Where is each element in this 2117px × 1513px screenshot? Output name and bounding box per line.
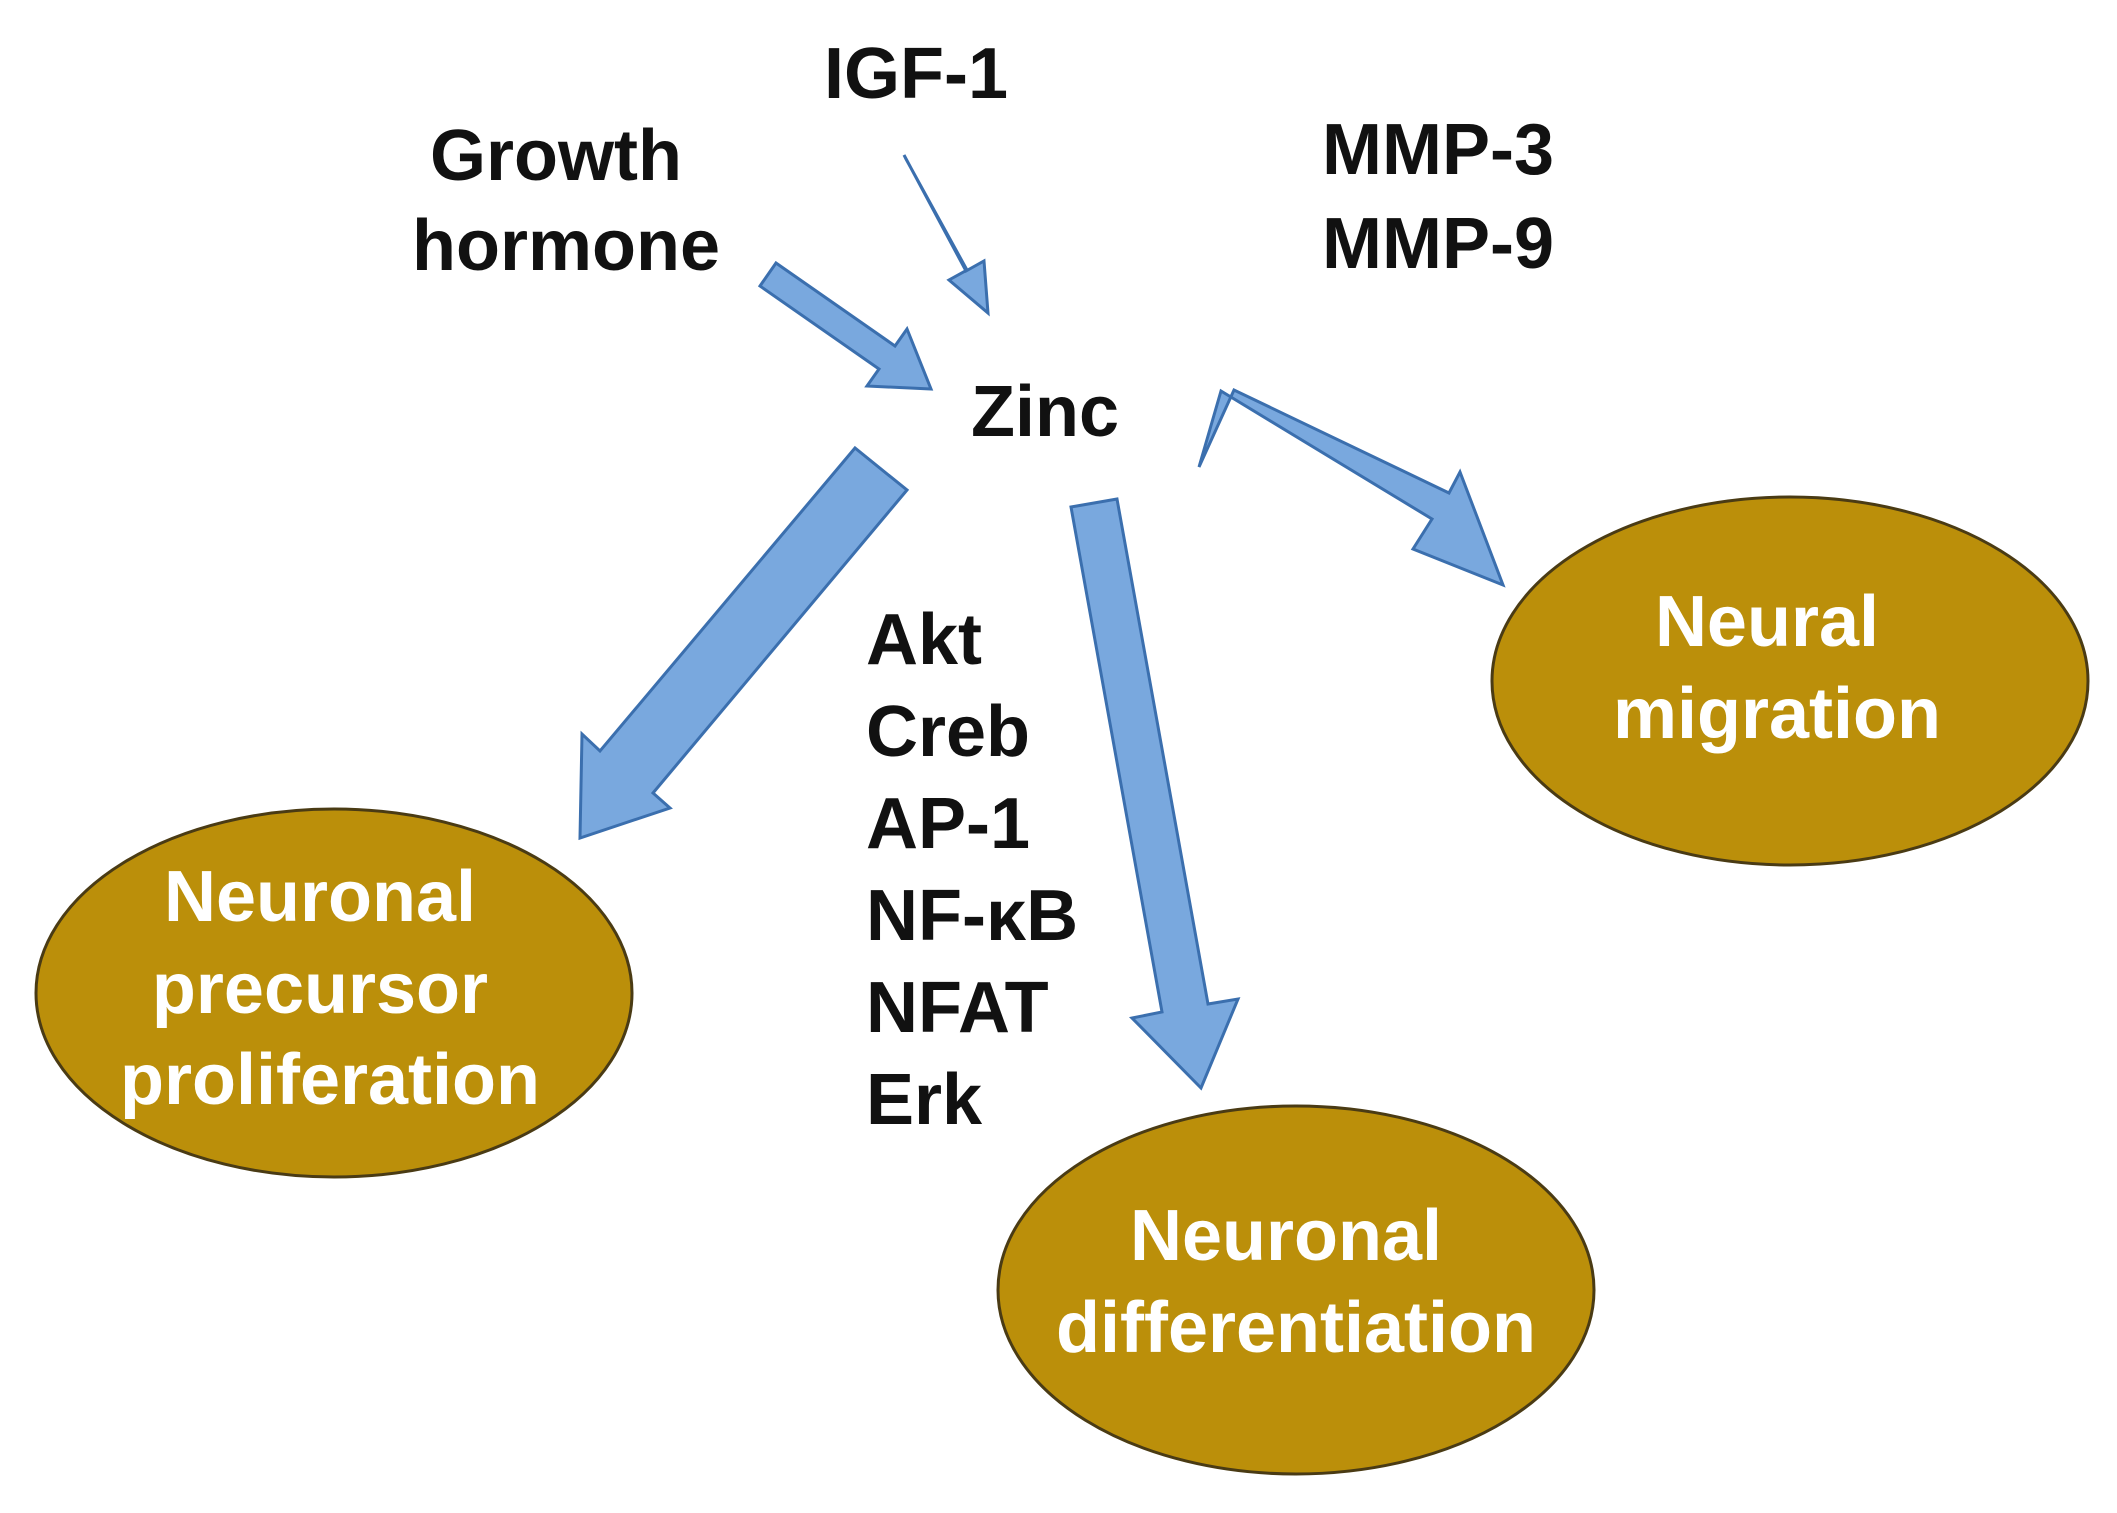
label-proliferation-line1: Neuronal: [164, 857, 476, 937]
label-mmp9: MMP-9: [1322, 204, 1554, 284]
input-labels: Growth hormone IGF-1 MMP-3 MMP-9: [412, 34, 1574, 286]
pathway-erk: Erk: [866, 1060, 983, 1140]
label-differentiation-line1: Neuronal: [1130, 1196, 1442, 1276]
label-mmp3: MMP-3: [1322, 110, 1554, 190]
arrow-igf1-to-zinc: [902, 154, 990, 317]
pathway-akt: Akt: [866, 600, 982, 680]
label-igf1: IGF-1: [824, 34, 1008, 114]
label-differentiation: Neuronal differentiation: [1056, 1196, 1536, 1368]
label-proliferation-line2: precursor: [152, 949, 488, 1029]
node-migration: [1490, 495, 2090, 867]
arrows: [578, 154, 1506, 1091]
label-migration: Neural migration: [1613, 582, 1941, 754]
arrow-zinc-to-migration: [1197, 387, 1506, 588]
label-migration-line2: migration: [1613, 674, 1941, 754]
arrow-growth-hormone-to-zinc: [757, 260, 934, 391]
node-differentiation: [996, 1104, 1596, 1476]
outcome-nodes: [34, 495, 2090, 1476]
pathway-nfkb: NF-κB: [866, 876, 1078, 956]
label-zinc: Zinc: [971, 372, 1119, 452]
label-differentiation-line2: differentiation: [1056, 1288, 1536, 1368]
arrow-zinc-to-differentiation: [1069, 497, 1241, 1091]
label-growth-hormone-line1: Growth: [430, 116, 682, 196]
pathway-ap1: AP-1: [866, 784, 1030, 864]
pathway-list: Akt Creb AP-1 NF-κB NFAT Erk: [866, 600, 1098, 1140]
pathway-nfat: NFAT: [866, 968, 1049, 1048]
pathway-creb: Creb: [866, 692, 1030, 772]
label-mmp: MMP-3 MMP-9: [1322, 110, 1574, 284]
label-proliferation: Neuronal precursor proliferation: [120, 857, 540, 1120]
label-growth-hormone: Growth hormone: [412, 116, 720, 286]
label-proliferation-line3: proliferation: [120, 1040, 540, 1120]
node-proliferation: [34, 807, 634, 1179]
arrow-zinc-to-proliferation: [578, 445, 910, 841]
label-growth-hormone-line2: hormone: [412, 206, 720, 286]
label-migration-line1: Neural: [1655, 582, 1879, 662]
